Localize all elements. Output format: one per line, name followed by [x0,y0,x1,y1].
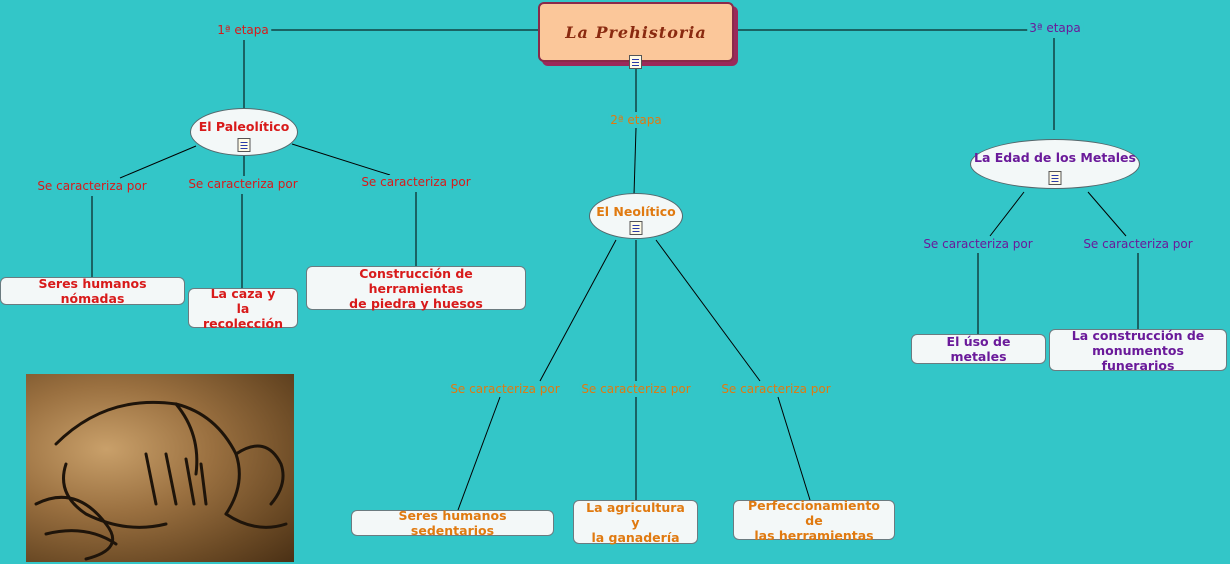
neolitico-item-text: La agricultura y la ganadería [586,499,685,545]
neolitico-item-text: Perfeccionamiento de las herramientas [748,497,880,543]
paleolitico-item-text: Seres humanos nómadas [38,276,147,306]
neolitico-title: El Neolítico [596,204,676,219]
cave-painting-image [26,374,294,562]
root-title: La Prehistoria [565,22,707,42]
cave-painting-drawing [34,400,288,561]
metales-item-text: La construcción de monumentos funerarios [1071,327,1205,373]
neolitico-item-text: Seres humanos sedentarios [398,508,507,538]
stage-2-label: 2ª etapa [608,113,664,127]
paleolitico-item-text: La caza y la recolección [203,285,283,331]
note-icon[interactable] [629,55,642,69]
paleolitico-title: El Paleolítico [198,119,290,134]
paleolitico-item[interactable]: La caza y la recolección [188,285,298,331]
note-icon[interactable] [237,138,251,152]
note-icon[interactable] [1048,171,1062,185]
metales-link-label: Se caracteriza por [1081,237,1195,251]
neolitico-item[interactable]: Seres humanos sedentarios [351,508,554,538]
metales-item[interactable]: El úso de metales [911,334,1046,364]
paleolitico-item-text: Construcción de herramientas de piedra y… [349,265,483,311]
metales-item-text: El úso de metales [946,334,1011,364]
metales-link-label: Se caracteriza por [921,237,1035,251]
metales-title: La Edad de los Metales [974,150,1136,165]
neolitico-item[interactable]: Perfeccionamiento de las herramientas [733,497,895,543]
paleolitico-item[interactable]: Construcción de herramientas de piedra y… [306,265,526,311]
note-icon[interactable] [629,221,643,235]
neolitico-link-label: Se caracteriza por [579,382,693,396]
root-node[interactable]: La Prehistoria [538,2,734,62]
neolitico-item[interactable]: La agricultura y la ganadería [573,499,698,545]
metales-item[interactable]: La construcción de monumentos funerarios [1049,327,1227,373]
paleolitico-link-label: Se caracteriza por [35,179,149,193]
paleolitico-node[interactable]: El Paleolítico [190,108,298,156]
paleolitico-link-label: Se caracteriza por [359,175,473,189]
paleolitico-item[interactable]: Seres humanos nómadas [0,276,185,306]
stage-3-label: 3ª etapa [1027,21,1083,35]
neolitico-link-label: Se caracteriza por [719,382,833,396]
neolitico-link-label: Se caracteriza por [448,382,562,396]
metales-node[interactable]: La Edad de los Metales [970,139,1140,189]
stage-1-label: 1ª etapa [215,23,271,37]
paleolitico-link-label: Se caracteriza por [186,177,300,191]
neolitico-node[interactable]: El Neolítico [589,193,683,239]
